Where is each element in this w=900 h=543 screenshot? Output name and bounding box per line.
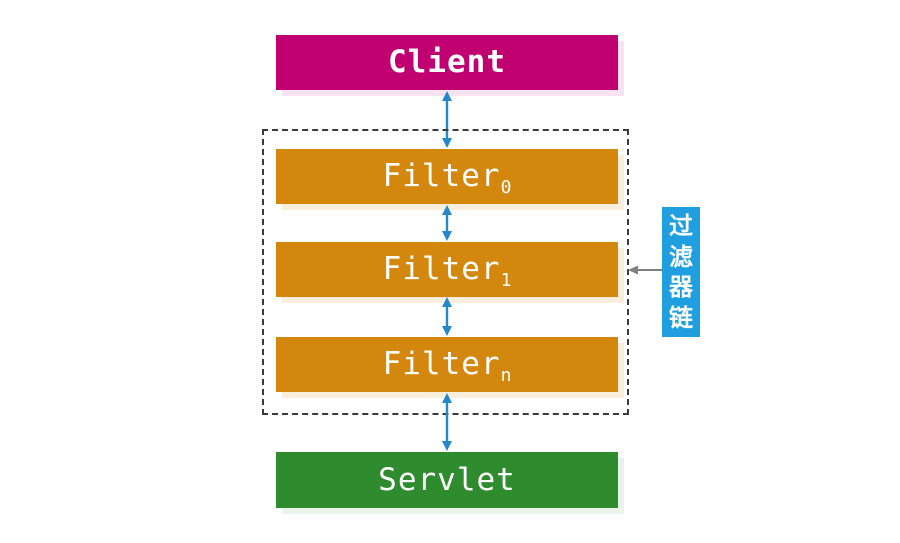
servlet-box: Servlet [276,452,618,508]
filter0-subscript: 0 [500,177,512,199]
filter0-label: Filter [382,158,501,194]
client-box: Client [276,35,618,90]
chain-label-char: 滤 [669,242,693,271]
double-arrow-filter0-filter1-icon [442,205,452,241]
filtern-label: Filter [382,346,501,382]
chain-label: 过 滤 器 链 [662,207,700,337]
filter-chain-boundary [262,129,629,415]
double-arrow-filtern-servlet-icon [442,393,452,451]
filtern-subscript: n [500,365,512,387]
double-arrow-client-filter0-icon [442,91,452,148]
filter1-subscript: 1 [500,270,512,292]
callout-arrow-icon [628,265,662,275]
double-arrow-filter1-filtern-icon [442,297,452,336]
client-label: Client [388,44,506,80]
chain-label-char: 链 [669,304,693,333]
servlet-label: Servlet [378,461,516,498]
chain-label-char: 过 [669,211,693,240]
chain-label-char: 器 [669,273,693,302]
filter1-label: Filter [382,251,501,287]
